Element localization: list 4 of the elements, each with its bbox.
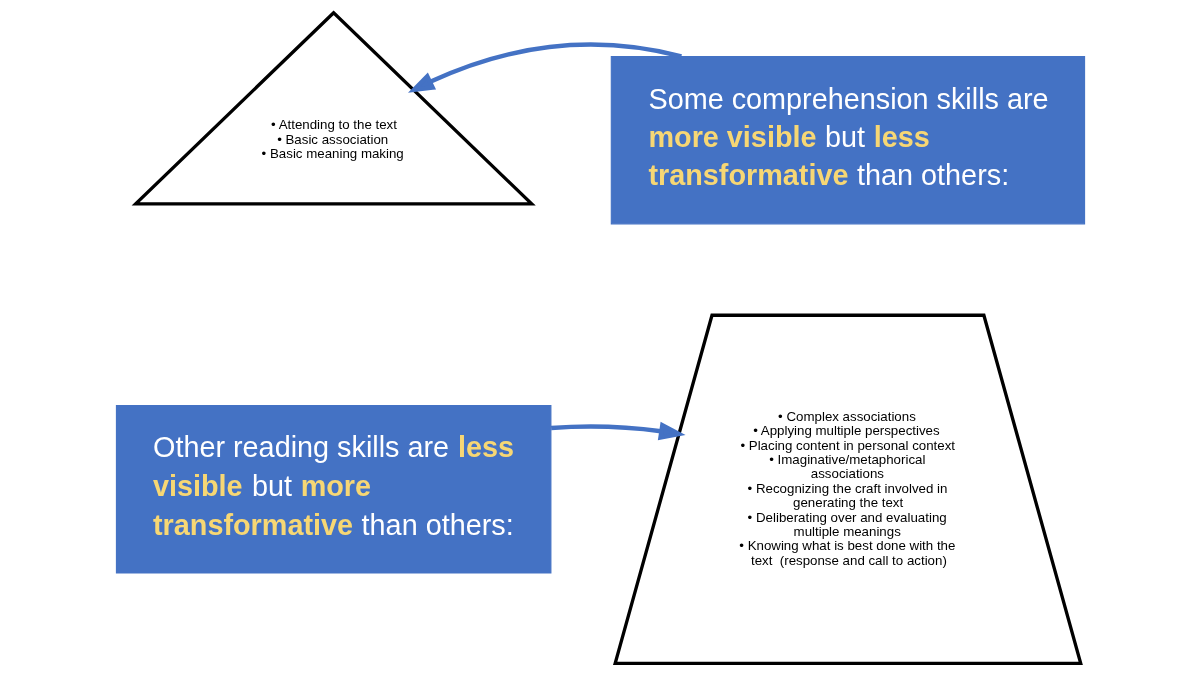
arrow [550, 421, 686, 441]
arrow [407, 42, 682, 93]
node-box: Other reading skills are less visible but more transformative than others: [115, 405, 551, 574]
node-box: Some comprehension skills are more visible but less transformative than others: [610, 55, 1085, 225]
